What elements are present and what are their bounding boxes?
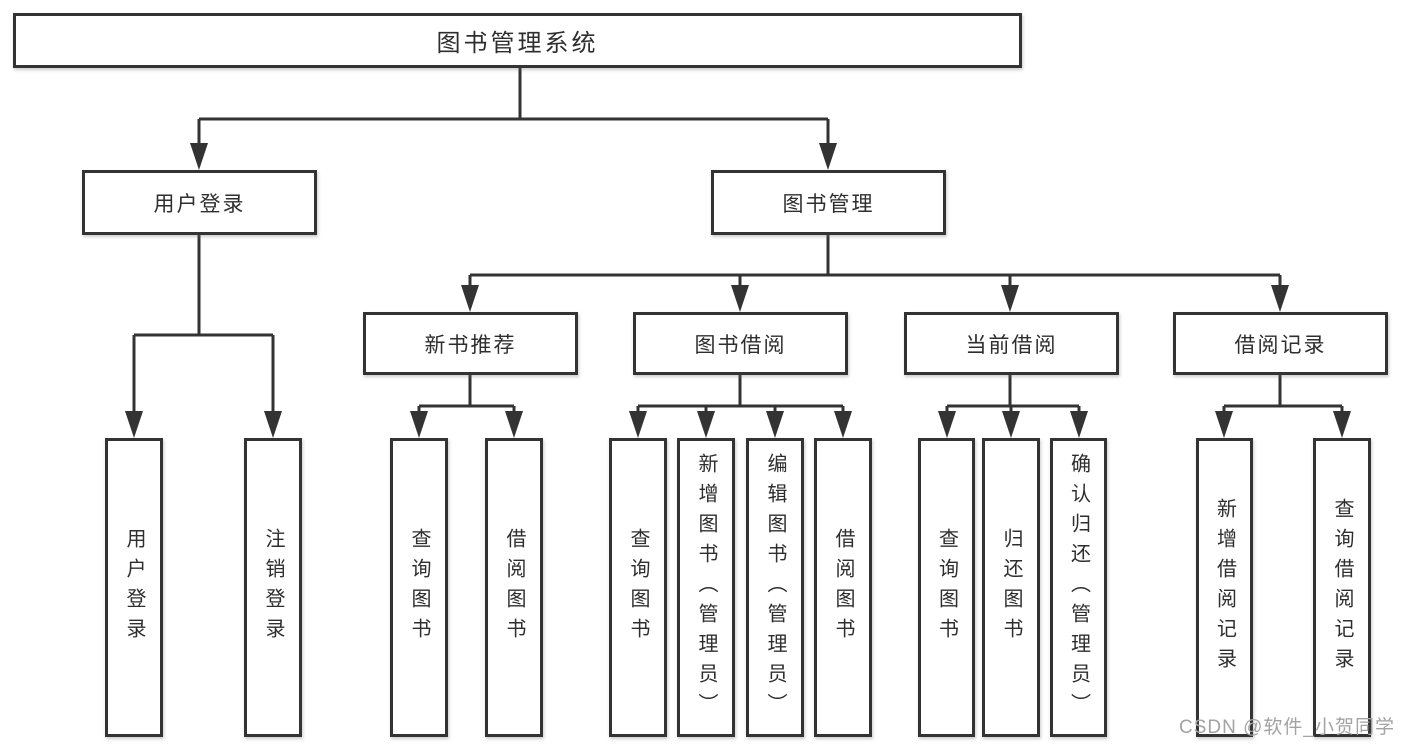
arrowhead-icon	[938, 411, 956, 438]
arrowhead-icon	[190, 143, 208, 170]
arrowhead-icon	[1215, 411, 1233, 438]
arrowhead-icon	[125, 411, 143, 438]
node-label: 借阅记录	[1234, 333, 1327, 357]
arrowhead-icon	[1001, 285, 1019, 312]
leaf-bb-borrow-books: 借阅图书	[814, 438, 872, 737]
node-label: 注销登录	[262, 527, 284, 648]
leaf-cb-confirm-return-admin: 确认归还（管理员）	[1050, 438, 1107, 737]
leaf-bb-add-books-admin: 新增图书（管理员）	[677, 438, 735, 737]
leaf-rec-borrow-books: 借阅图书	[485, 438, 543, 737]
node-label: 用户登录	[123, 527, 145, 648]
connector-current-borrow-children	[938, 375, 1088, 438]
arrowhead-icon	[1271, 285, 1289, 312]
arrowhead-icon	[766, 411, 784, 438]
node-label: 查询图书	[627, 527, 649, 648]
arrowhead-icon	[505, 411, 523, 438]
leaf-bb-query-books: 查询图书	[609, 438, 667, 737]
arrowhead-icon	[819, 143, 837, 170]
node-label: 当前借阅	[965, 333, 1058, 357]
arrowhead-icon	[1333, 411, 1351, 438]
arrowhead-icon	[264, 411, 282, 438]
leaf-logout: 注销登录	[244, 438, 302, 737]
csdn-watermark: CSDN @软件_小贺同学	[1179, 717, 1395, 738]
leaf-rec-query-books: 查询图书	[390, 438, 448, 737]
connector-user-login-children	[125, 235, 282, 438]
arrowhead-icon	[1002, 411, 1020, 438]
node-label: 图书借阅	[694, 333, 787, 357]
node-label: 新书推荐	[424, 333, 517, 357]
arrowhead-icon	[834, 411, 852, 438]
arrowhead-icon	[629, 411, 647, 438]
arrowhead-icon	[731, 285, 749, 312]
leaf-cb-query-books: 查询图书	[918, 438, 975, 737]
node-current-borrowing: 当前借阅	[904, 312, 1119, 375]
node-label: 查询图书	[408, 527, 430, 648]
arrowhead-icon	[410, 411, 428, 438]
arrowhead-icon	[1070, 411, 1088, 438]
node-label: 归还图书	[1000, 527, 1022, 648]
connector-root-to-level2	[190, 68, 837, 170]
node-label: 编辑图书（管理员）	[764, 452, 786, 723]
connector-book-management-children	[461, 235, 1289, 312]
node-label: 查询借阅记录	[1331, 497, 1353, 678]
arrowhead-icon	[461, 285, 479, 312]
node-borrowing-records: 借阅记录	[1173, 312, 1388, 375]
connector-borrow-record-children	[1215, 375, 1351, 438]
node-label: 确认归还（管理员）	[1067, 452, 1090, 723]
leaf-bb-edit-books-admin: 编辑图书（管理员）	[746, 438, 804, 737]
node-label: 借阅图书	[832, 527, 854, 648]
connector-book-borrow-children	[629, 375, 852, 438]
node-label: 图书管理系统	[436, 30, 599, 57]
node-label: 新增借阅记录	[1213, 497, 1236, 678]
node-label: 用户登录	[153, 192, 246, 216]
node-new-book-recommendation: 新书推荐	[363, 312, 578, 375]
connector-new-book-rec-children	[410, 375, 523, 438]
node-label: 查询图书	[935, 527, 958, 648]
node-book-borrowing: 图书借阅	[633, 312, 848, 375]
node-book-management: 图书管理	[711, 170, 946, 235]
leaf-br-add-record: 新增借阅记录	[1196, 438, 1253, 737]
node-label: 图书管理	[782, 192, 875, 216]
node-library-management-system: 图书管理系统	[13, 13, 1022, 68]
node-label: 新增图书（管理员）	[695, 452, 717, 723]
arrowhead-icon	[697, 411, 715, 438]
leaf-cb-return-books: 归还图书	[982, 438, 1040, 737]
node-label: 借阅图书	[503, 527, 525, 648]
leaf-br-query-record: 查询借阅记录	[1313, 438, 1371, 737]
node-user-login: 用户登录	[82, 170, 317, 235]
leaf-user-login: 用户登录	[105, 438, 163, 737]
